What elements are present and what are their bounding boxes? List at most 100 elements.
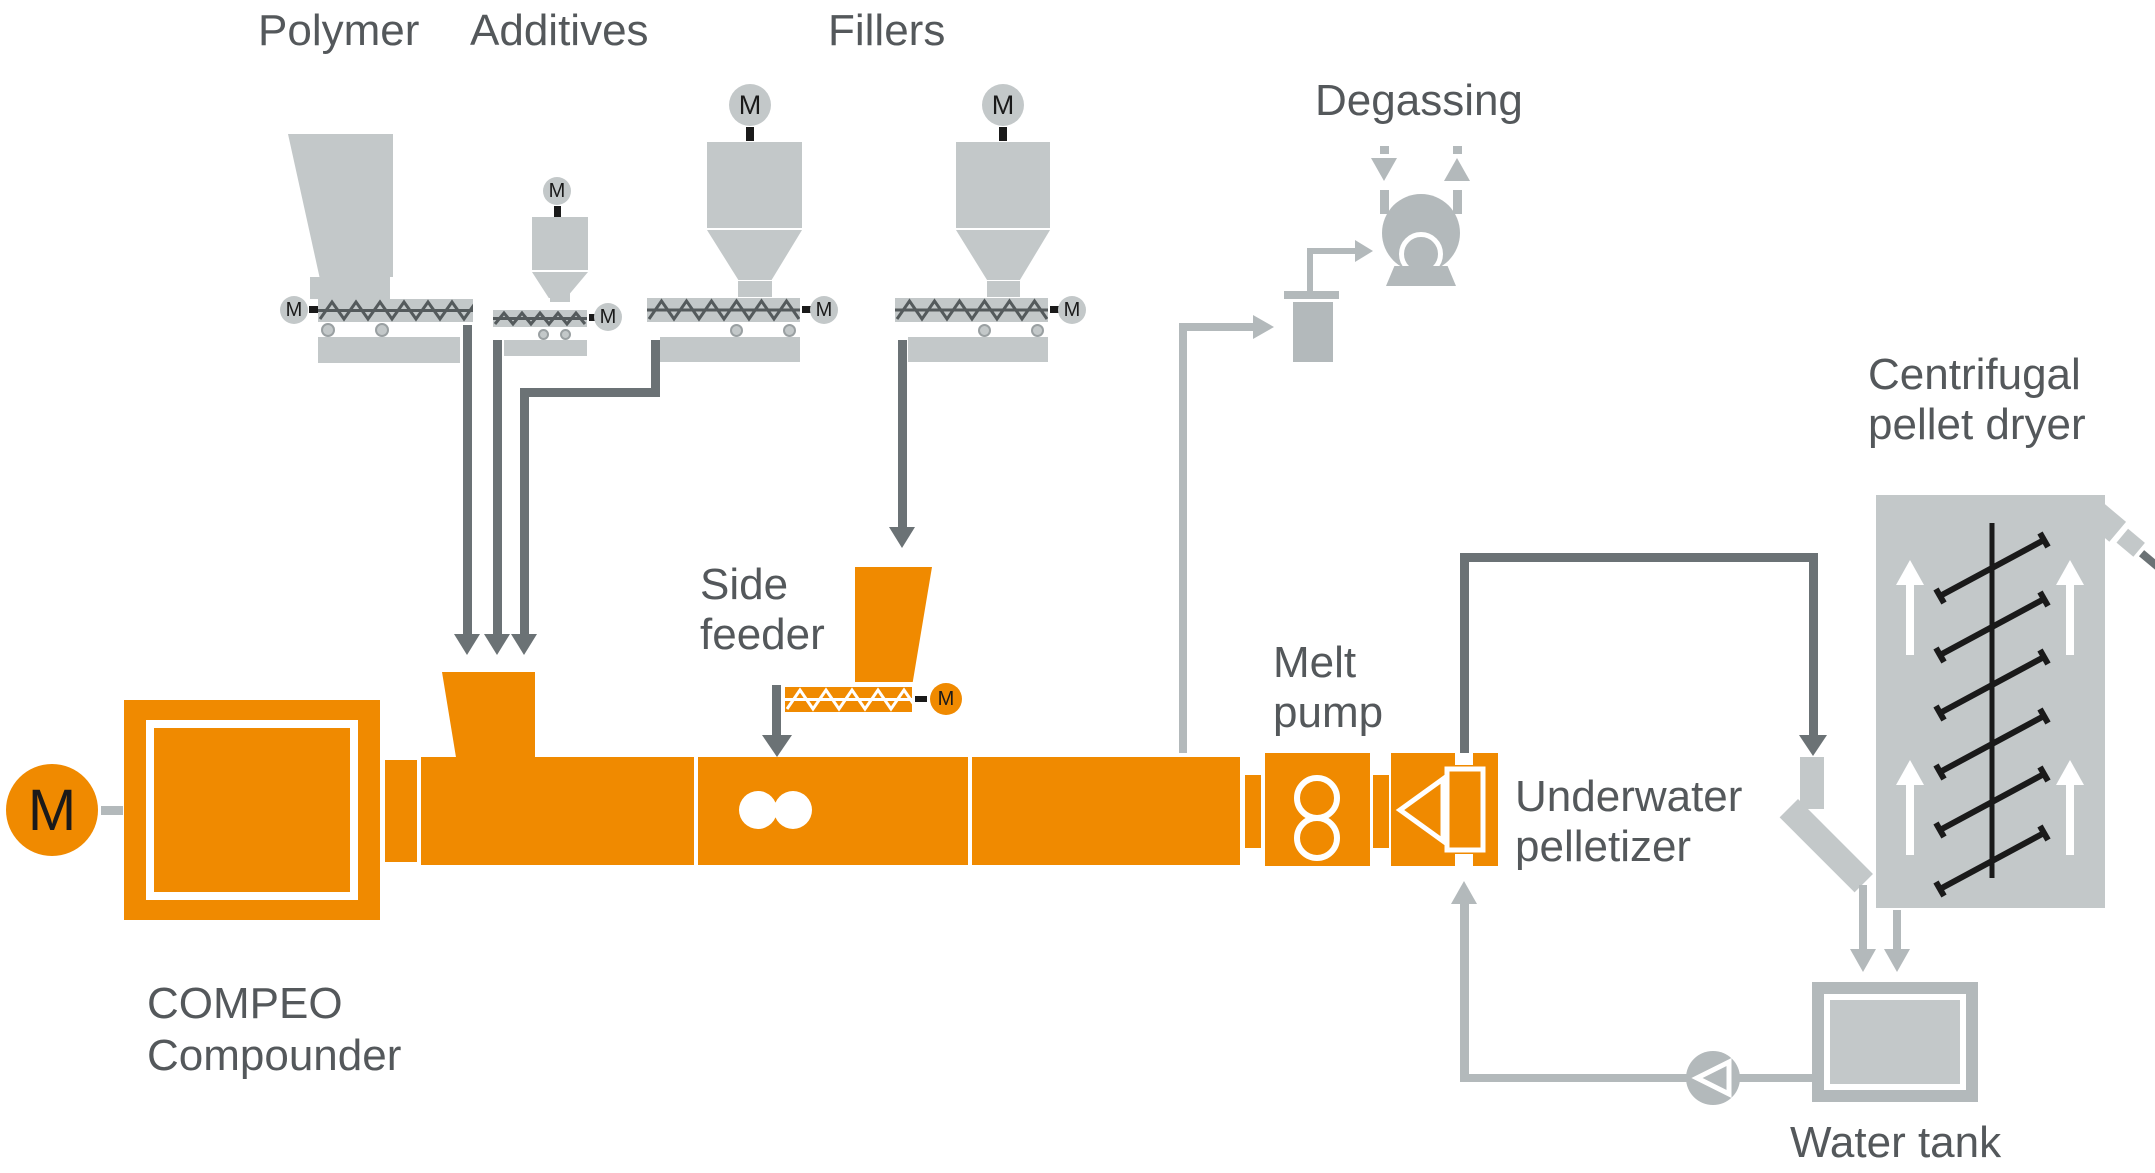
filler2-feed-line	[898, 340, 907, 527]
extruder-feed-hopper	[442, 672, 535, 757]
air-flow-line	[1380, 190, 1389, 214]
motor-letter: M	[285, 298, 303, 321]
extruder-coupling	[385, 760, 417, 862]
filler1-hopper	[707, 142, 802, 228]
additives-neck	[550, 293, 570, 302]
additives-screw-trough	[493, 310, 587, 327]
label-water-tank: Water tank	[1790, 1118, 2002, 1167]
condenser-lid	[1284, 291, 1339, 299]
drain-line	[1859, 885, 1867, 949]
motor-letter: M	[1063, 298, 1081, 321]
motor-letter: M	[599, 305, 617, 328]
label-line: Compounder	[147, 1031, 402, 1080]
label-additives: Additives	[470, 6, 649, 55]
filler1-feed-arrow-icon	[511, 634, 537, 655]
dryer-flow-line	[2066, 785, 2074, 855]
additives-hopper	[532, 217, 588, 270]
extruder-motor-housing	[124, 700, 380, 920]
vacuum-pump-base	[1386, 266, 1456, 286]
roller-icon	[1031, 324, 1044, 337]
filler1-funnel	[707, 230, 802, 280]
vent-line	[1179, 327, 1187, 753]
barrel-segment	[972, 757, 1240, 865]
vacuum-line	[1307, 248, 1355, 254]
dryer-flow-arrow-icon	[2056, 760, 2084, 785]
motor-letter: M	[937, 687, 955, 710]
roller-icon	[375, 323, 389, 337]
pelletizer-die-icon	[1395, 753, 1486, 866]
pelletizer-body	[1391, 753, 1498, 866]
drain-line	[1893, 910, 1901, 949]
filler1-neck	[738, 281, 772, 297]
additives-motor-icon: M	[594, 303, 622, 331]
polymer-hopper	[288, 134, 393, 277]
water-pump-triangle-icon	[1691, 1057, 1732, 1099]
label-line: feeder	[700, 610, 825, 659]
roller-icon	[560, 329, 571, 340]
twin-screw-icon	[774, 791, 812, 829]
motor-letter: M	[548, 179, 566, 202]
filler2-motor-icon: M	[1058, 296, 1086, 324]
roller-icon	[978, 324, 991, 337]
label-line: pump	[1273, 688, 1384, 737]
pellet-out-line	[2138, 550, 2155, 573]
motor-housing-panel	[146, 720, 358, 900]
dryer-flow-line	[1906, 785, 1914, 855]
label-line: Melt	[1273, 638, 1357, 687]
air-flow-line	[1380, 146, 1389, 154]
filler1-top-motor-icon: M	[729, 84, 771, 126]
pump-coupling	[1373, 775, 1389, 848]
twin-screw-icon	[739, 791, 777, 829]
polymer-motor-icon: M	[280, 296, 308, 324]
vacuum-line	[1307, 248, 1313, 292]
polymer-feed-arrow-icon	[454, 634, 480, 655]
air-flow-line	[1453, 190, 1462, 214]
side-feeder-hopper	[855, 567, 932, 682]
melt-pump-body	[1265, 753, 1370, 866]
transport-line	[1809, 553, 1818, 735]
additives-feed-arrow-icon	[484, 634, 510, 655]
polymer-motor-link	[309, 306, 318, 313]
water-return-line	[1460, 904, 1469, 1082]
water-return-line	[1464, 1074, 1812, 1082]
filler1-motor-icon: M	[810, 296, 838, 324]
transport-line	[1460, 557, 1469, 753]
dryer-inlet-chute	[1800, 757, 1824, 809]
filler2-feed-arrow-icon	[889, 527, 915, 548]
air-up-arrow-icon	[1444, 158, 1470, 181]
side-feeder-motor-icon: M	[930, 683, 962, 715]
roller-icon	[730, 324, 743, 337]
side-feeder-feed-line	[772, 685, 781, 735]
roller-icon	[538, 329, 549, 340]
condenser-body	[1293, 302, 1333, 362]
filler1-feed-line	[651, 340, 660, 397]
water-tank-body	[1812, 982, 1978, 1102]
drain-arrow-icon	[1850, 949, 1876, 972]
label-line: Underwater	[1515, 772, 1743, 821]
filler1-feed-line	[520, 388, 660, 397]
side-feeder-motor-link	[915, 696, 927, 702]
dryer-flow-arrow-icon	[2056, 560, 2084, 585]
filler2-screw-trough	[895, 298, 1048, 322]
polymer-feed-line	[463, 325, 472, 634]
label-line: Centrifugal	[1868, 350, 2081, 399]
dryer-body	[1876, 495, 2105, 908]
air-flow-line	[1453, 146, 1462, 154]
filler2-hopper	[956, 142, 1050, 228]
label-line: Side	[700, 560, 789, 609]
filler2-top-motor-icon: M	[982, 84, 1024, 126]
extruder-motor-link	[101, 806, 123, 815]
filler1-feeder-base	[660, 337, 800, 362]
barrel-segment	[421, 757, 694, 865]
dryer-flow-arrow-icon	[1896, 760, 1924, 785]
additives-top-motor-icon: M	[543, 177, 571, 205]
dryer-flow-line	[2066, 585, 2074, 655]
side-feeder-screw	[785, 687, 912, 712]
dryer-inlet-chute	[1779, 799, 1873, 893]
filler1-screw-trough	[647, 298, 800, 322]
